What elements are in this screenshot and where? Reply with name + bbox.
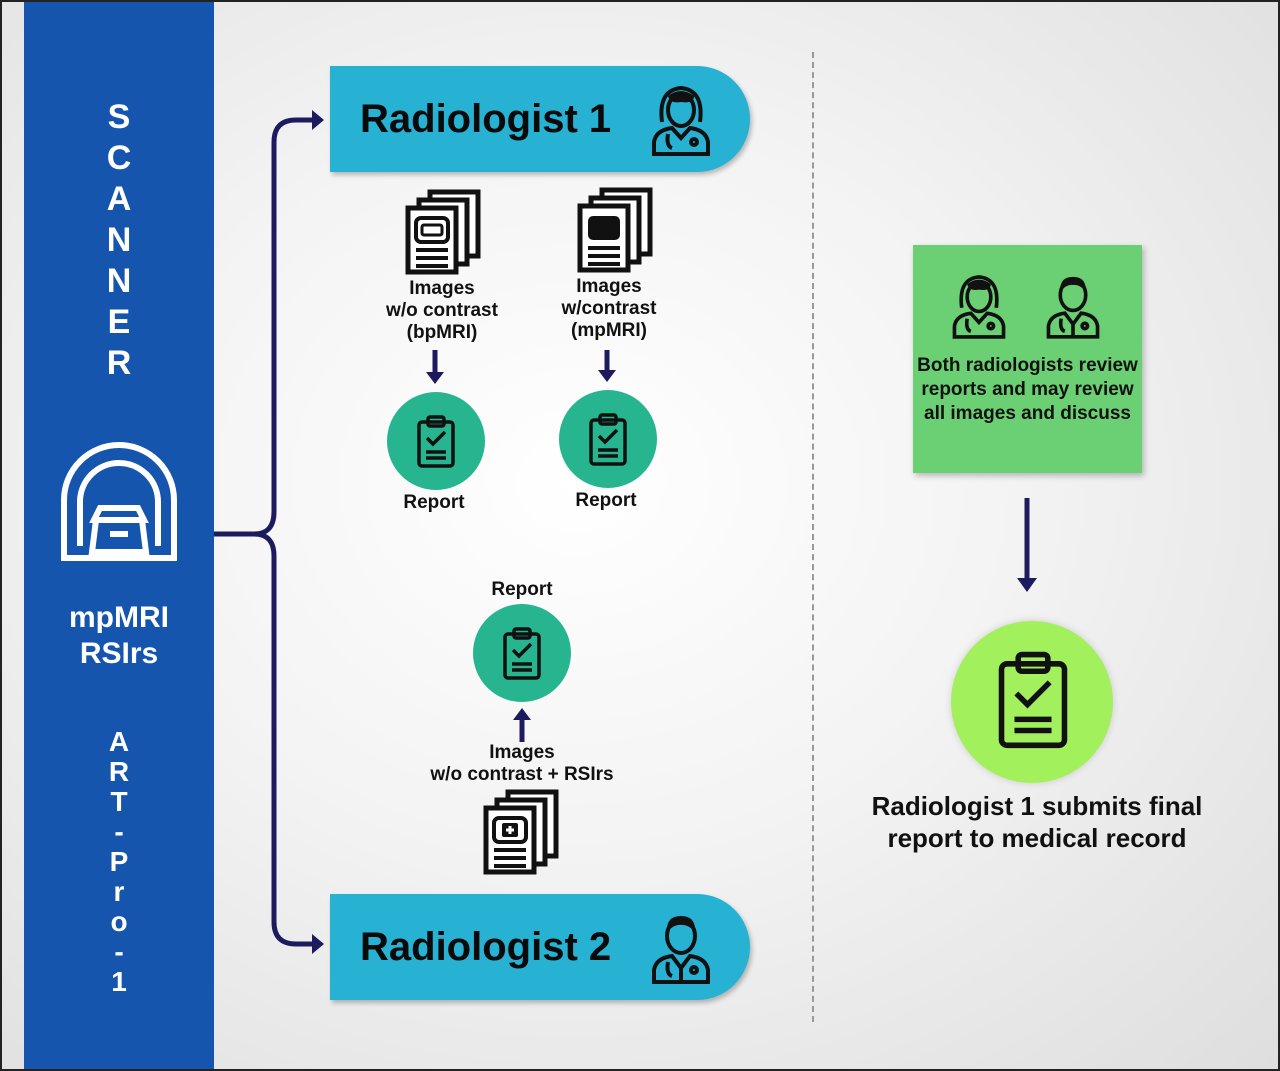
- radiologist-2-label: Radiologist 2: [360, 925, 612, 969]
- label-line: Images: [576, 276, 642, 297]
- scanner-letter: E: [107, 303, 131, 341]
- review-box: Both radiologists review reports and may…: [913, 245, 1142, 473]
- label-line: w/o contrast + RSIrs: [430, 764, 614, 785]
- trial-letter: -: [114, 936, 124, 967]
- radiologist-1-label: Radiologist 1: [360, 97, 612, 141]
- label-line: Images: [409, 278, 475, 299]
- final-line: Radiologist 1 submits final: [871, 791, 1203, 821]
- trial-letter: 1: [111, 966, 127, 997]
- radiologist-1-bar: Radiologist 1: [330, 66, 750, 172]
- clipboard-icon: [503, 627, 541, 680]
- trial-letter: P: [109, 846, 129, 877]
- trial-letter: r: [113, 876, 125, 907]
- scanner-labels: mpMRI RSIrs: [24, 600, 214, 672]
- scanner-letter: N: [106, 262, 132, 300]
- images-contrast-label: Images w/contrast (mpMRI): [529, 276, 689, 342]
- final-report-text: Radiologist 1 submits final report to me…: [842, 790, 1232, 854]
- label-line: (bpMRI): [406, 322, 478, 343]
- images-contrast-icon: [577, 187, 653, 273]
- mri-scanner-icon: [61, 442, 177, 561]
- clipboard-icon: [417, 415, 455, 468]
- male-doctor-icon: [1046, 276, 1100, 339]
- final-report-circle: [951, 621, 1113, 783]
- images-no-contrast-label: Images w/o contrast (bpMRI): [362, 278, 522, 344]
- images-rsi-icon: [483, 789, 559, 875]
- scanner-title: S C A N N E R: [24, 100, 214, 387]
- scanner-letter: R: [106, 344, 132, 382]
- final-line: report to medical record: [887, 823, 1187, 853]
- male-doctor-icon: [652, 916, 710, 984]
- label-line: w/o contrast: [386, 300, 498, 321]
- scanner-letter: C: [106, 139, 132, 177]
- scanner-sidebar: S C A N N E R mpMRI RSIrs A R T: [24, 2, 214, 1069]
- scanner-letter: S: [107, 98, 131, 136]
- report-1-circle: [387, 392, 485, 490]
- report-1-label: Report: [403, 492, 465, 513]
- scanner-letter: A: [106, 180, 132, 218]
- report-2-label: Report: [575, 490, 637, 511]
- scanner-letter: N: [106, 221, 132, 259]
- female-doctor-icon: [652, 85, 710, 156]
- report-3-circle: [473, 604, 571, 702]
- section-divider: [812, 52, 814, 1022]
- clipboard-icon: [589, 413, 627, 466]
- trial-letter: A: [108, 726, 130, 757]
- label-line: (mpMRI): [571, 320, 647, 341]
- female-doctor-icon: [952, 275, 1006, 339]
- review-text: Both radiologists review reports and may…: [917, 355, 1138, 424]
- report-2-circle: [559, 390, 657, 488]
- clipboard-icon: [998, 651, 1068, 749]
- trial-letter: o: [110, 906, 128, 937]
- rsirs-label: RSIrs: [79, 637, 159, 670]
- images-no-contrast-icon: [405, 189, 481, 275]
- mpmri-label: mpMRI: [69, 601, 169, 634]
- trial-title: A R T - P r o - 1: [24, 728, 214, 998]
- trial-letter: T: [110, 786, 128, 817]
- trial-letter: -: [114, 816, 124, 847]
- images-rsi-label: Images w/o contrast + RSIrs: [402, 742, 642, 786]
- label-line: w/contrast: [561, 298, 657, 319]
- radiologist-2-bar: Radiologist 2: [330, 894, 750, 1000]
- report-3-label: Report: [491, 579, 553, 600]
- label-line: Images: [489, 742, 555, 763]
- trial-letter: R: [108, 756, 130, 787]
